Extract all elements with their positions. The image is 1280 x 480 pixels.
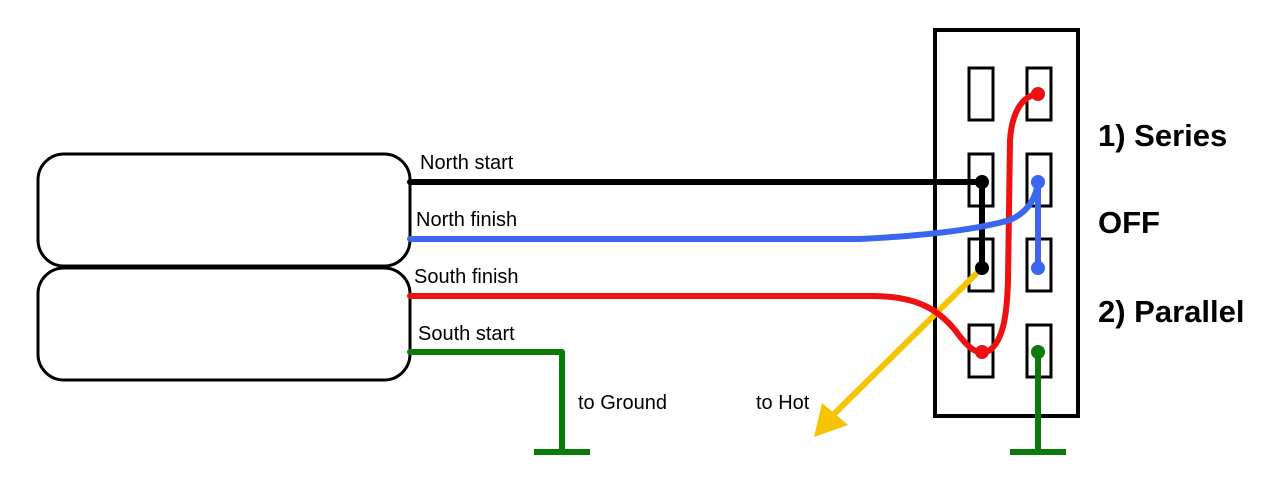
south-start-wire (407, 349, 565, 455)
south-finish-solder-point-bottom (975, 345, 989, 359)
north-finish-wire (407, 179, 1041, 271)
jumper-solder-point (975, 261, 989, 275)
north-finish-solder-point-bottom (1031, 261, 1045, 275)
south-finish-solder-point-top (1031, 87, 1045, 101)
to-ground-label: to Ground (578, 392, 667, 414)
south-coil (36, 266, 412, 382)
south-finish-wire (407, 91, 1041, 356)
hot-wire (825, 265, 985, 423)
north-finish-label: North finish (416, 209, 517, 231)
hot-arrow-head (814, 403, 848, 437)
north-finish-solder-point-top (1031, 175, 1045, 189)
switch-ground-solder-point (1031, 345, 1045, 359)
to-hot-label: to Hot (756, 392, 810, 414)
position-parallel-label: 2) Parallel (1098, 294, 1244, 329)
south-start-label: South start (418, 323, 515, 345)
north-start-solder-point (975, 175, 989, 189)
position-series-label: 1) Series (1098, 118, 1227, 153)
position-off-label: OFF (1098, 205, 1160, 240)
north-coil (36, 152, 412, 268)
switch-lug-1a (967, 66, 995, 122)
north-start-label: North start (420, 152, 514, 174)
south-finish-label: South finish (414, 266, 519, 288)
